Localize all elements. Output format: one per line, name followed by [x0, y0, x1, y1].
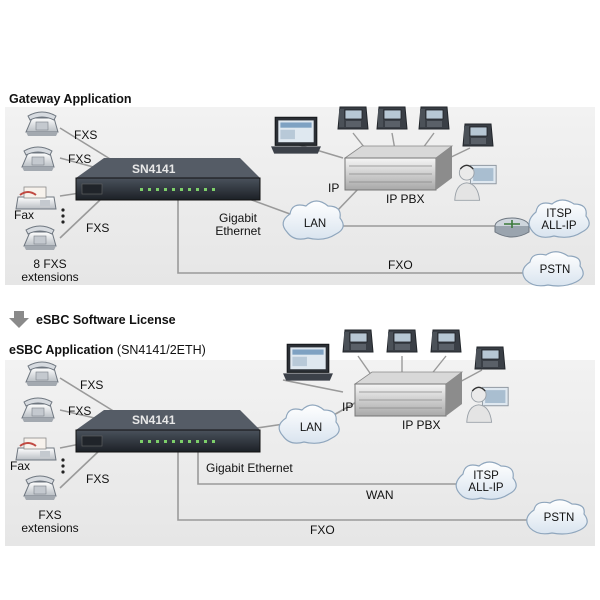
ip-phone-icon [474, 346, 506, 370]
router-icon [494, 217, 530, 238]
operator-icon [466, 386, 509, 424]
ip-label: IP [342, 400, 354, 414]
ip-phone-icon [462, 123, 494, 147]
esbc-heading: eSBC Application (SN4141/2ETH) [9, 343, 206, 357]
lan-label: LAN [299, 422, 323, 434]
analog-phone-icon [23, 225, 57, 251]
ellipsis-dots [61, 458, 65, 474]
ip-pbx-label: IP PBX [402, 418, 441, 432]
extensions-type: FXS [38, 508, 62, 522]
itsp-cloud-bottom [455, 461, 517, 500]
ip-label: IP [328, 181, 340, 195]
esbc-heading-title: eSBC Application [9, 343, 114, 357]
down-arrow-icon [9, 311, 29, 328]
sn4141-device-top [75, 158, 261, 201]
lan-label: LAN [303, 218, 327, 230]
fax-machine-icon [15, 186, 57, 210]
operator-icon [454, 164, 497, 202]
license-label: eSBC Software License [36, 313, 176, 327]
ip-pbx-label: IP PBX [386, 192, 425, 206]
ip-phone-icon [418, 106, 450, 130]
laptop-icon [270, 116, 322, 155]
extensions-label: 8 FXS extensions [20, 258, 80, 284]
fax-label: Fax [10, 459, 31, 473]
analog-phone-icon [21, 146, 55, 172]
pstn-cloud-bottom [526, 499, 588, 535]
ip-pbx-server-bottom [353, 371, 464, 417]
gigabit-ethernet-label: Gigabit Ethernet [206, 461, 293, 475]
fax-machine-icon [15, 437, 57, 461]
pstn-cloud-top [522, 251, 584, 287]
analog-phone-icon [23, 475, 57, 501]
pstn-label: PSTN [539, 264, 571, 276]
fxs-label: FXS [68, 404, 92, 418]
itsp-word: ITSP [473, 470, 499, 482]
device-label: SN4141 [132, 413, 176, 427]
all-ip-word: ALL-IP [541, 220, 577, 232]
itsp-cloud-top [528, 199, 590, 238]
gigabit-ethernet-label: Gigabit Ethernet [208, 212, 268, 238]
fxs-label: FXS [86, 221, 110, 235]
fxs-label: FXS [80, 378, 104, 392]
analog-phone-icon [25, 361, 59, 387]
fax-label: Fax [14, 208, 35, 222]
itsp-label: ITSP ALL-IP [536, 208, 582, 232]
laptop-icon [282, 343, 334, 382]
device-label: SN4141 [132, 162, 176, 176]
ip-pbx-server-top [343, 145, 454, 191]
fxs-label: FXS [68, 152, 92, 166]
extensions-word: extensions [21, 270, 79, 284]
extensions-word: extensions [21, 521, 79, 535]
pstn-label: PSTN [543, 512, 575, 524]
ip-phone-icon [386, 329, 418, 353]
fxo-label: FXO [310, 523, 335, 537]
analog-phone-icon [25, 111, 59, 137]
extensions-count: 8 FXS [33, 257, 67, 271]
itsp-word: ITSP [546, 208, 572, 220]
itsp-label: ITSP ALL-IP [463, 470, 509, 494]
extensions-label: FXS extensions [20, 509, 80, 535]
gigabit-word: Gigabit [218, 211, 258, 225]
lan-cloud-bottom [278, 404, 340, 444]
sn4141-device-bottom [75, 410, 261, 453]
ip-phone-icon [430, 329, 462, 353]
ip-phone-icon [376, 106, 408, 130]
gateway-heading: Gateway Application [9, 92, 132, 106]
fxs-label: FXS [74, 128, 98, 142]
all-ip-word: ALL-IP [468, 482, 504, 494]
ip-phone-icon [342, 329, 374, 353]
fxo-label: FXO [388, 258, 413, 272]
ip-phone-icon [337, 106, 369, 130]
esbc-heading-model: (SN4141/2ETH) [116, 343, 206, 357]
lan-cloud-top [282, 200, 344, 240]
fxs-label: FXS [86, 472, 110, 486]
ethernet-word: Ethernet [215, 224, 261, 238]
ellipsis-dots [61, 208, 65, 224]
analog-phone-icon [21, 397, 55, 423]
wan-label: WAN [366, 488, 394, 502]
